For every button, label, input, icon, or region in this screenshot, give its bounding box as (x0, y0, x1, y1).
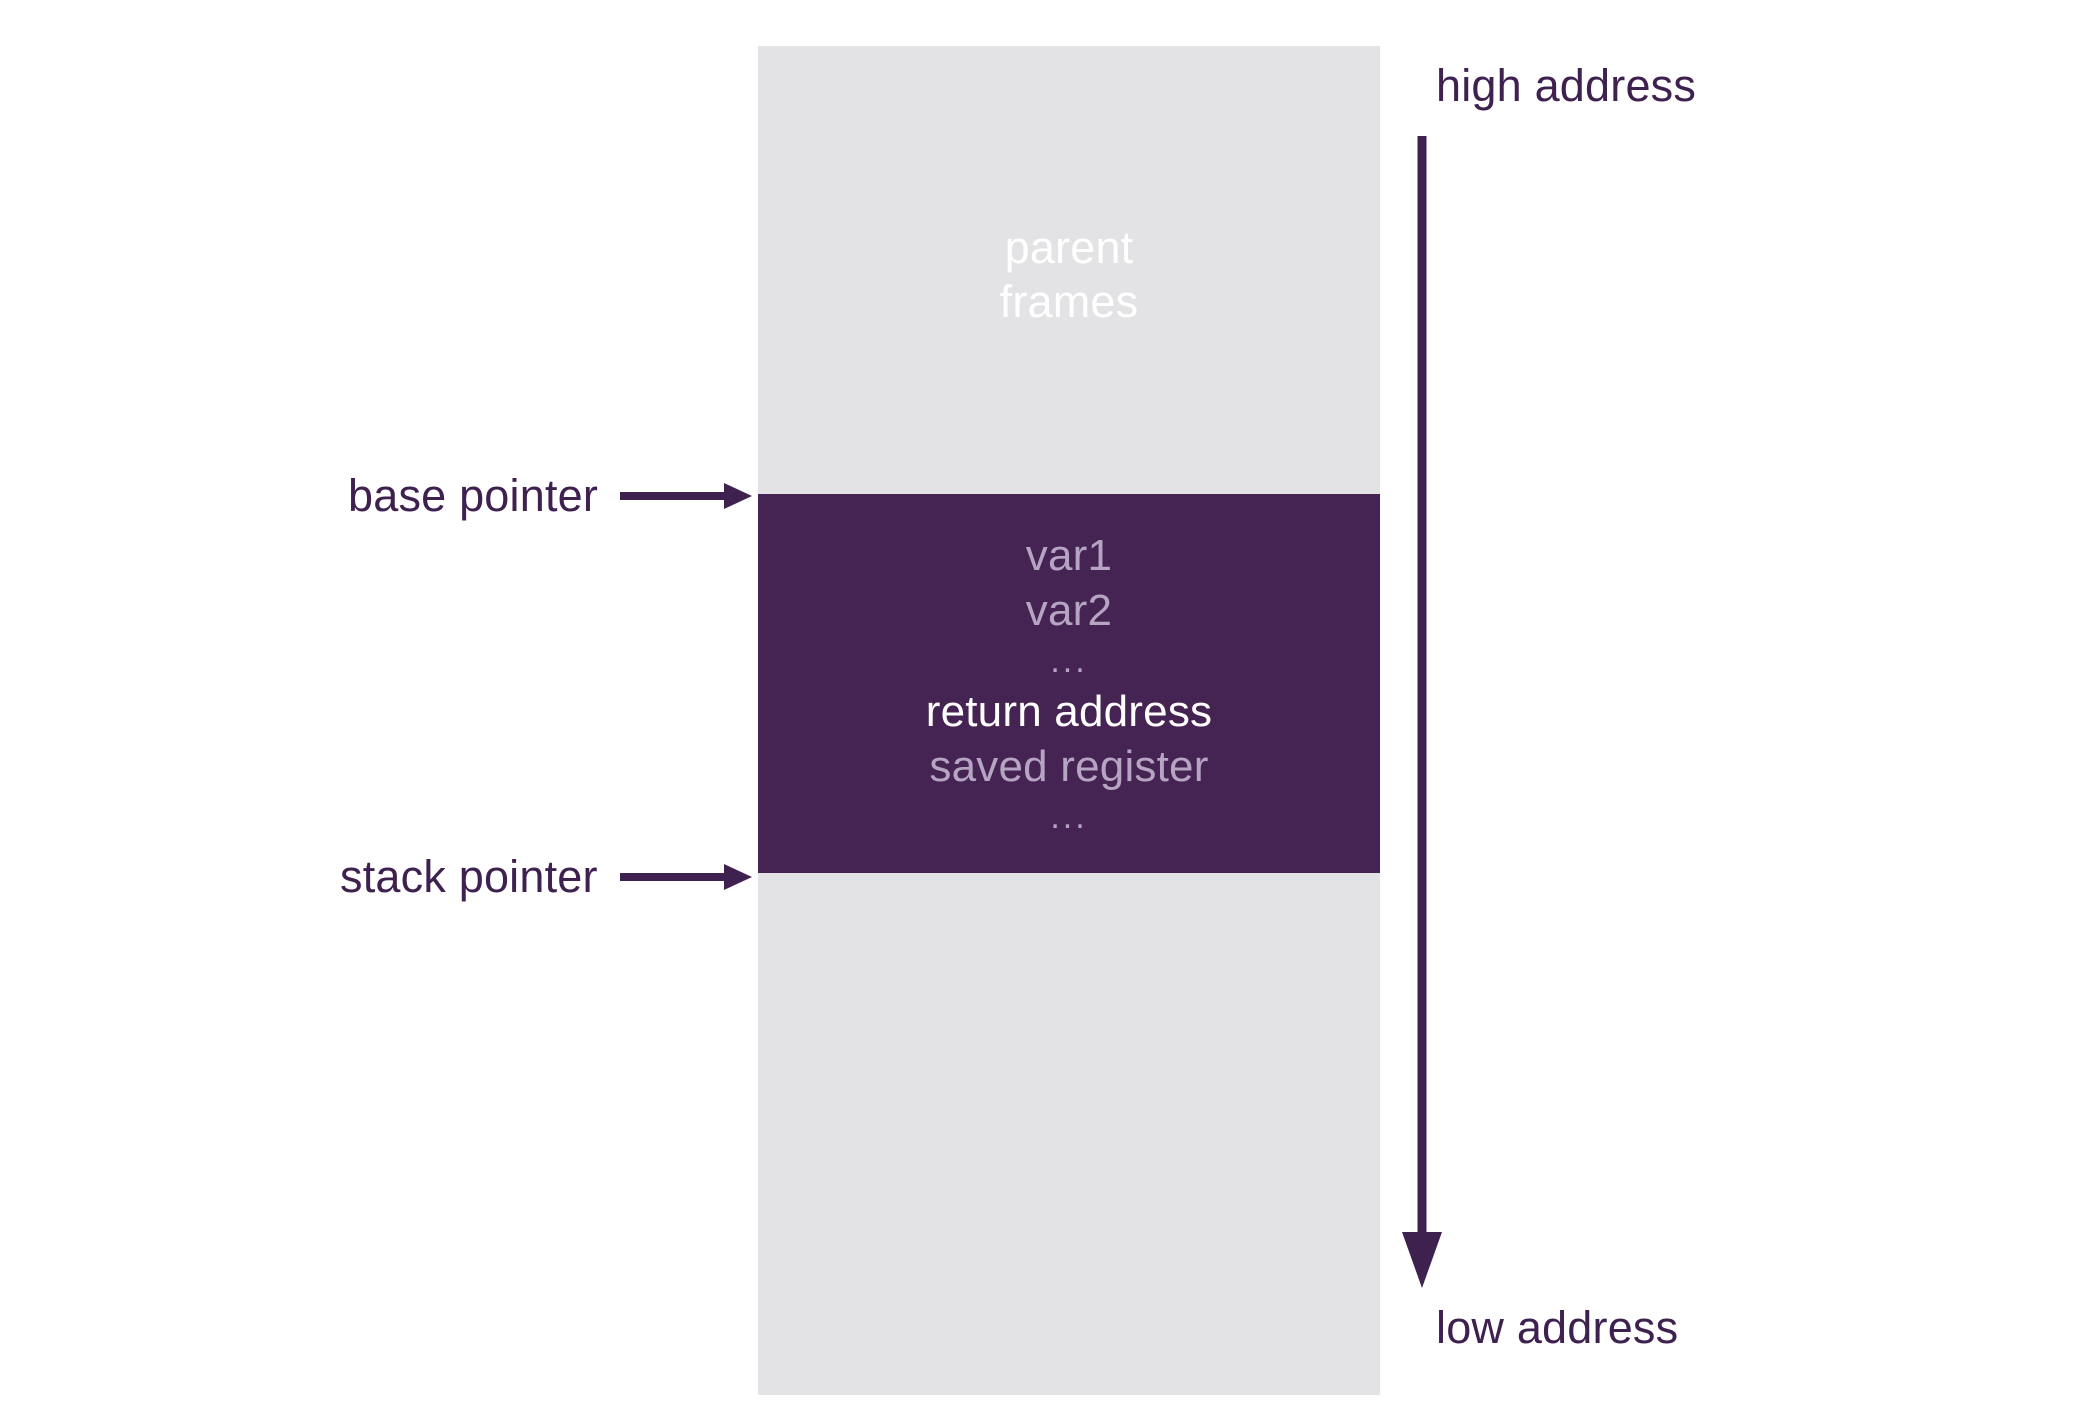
frame-entry-ellipsis-upper: ... (1050, 641, 1088, 680)
arrow-right-icon (619, 864, 752, 890)
frame-entry-var2: var2 (1025, 585, 1113, 635)
arrow-right-icon (620, 483, 753, 509)
current-stack-frame: var1 var2 ... return address saved regis… (758, 494, 1380, 873)
frame-entry-saved-register: saved register (929, 741, 1209, 791)
base-pointer-annotation: base pointer (348, 466, 753, 526)
parent-frames-label: parent frames (999, 222, 1139, 327)
frame-entry-ellipsis-lower: ... (1050, 797, 1088, 836)
frame-entry-list: var1 var2 ... return address saved regis… (758, 494, 1380, 873)
high-address-label: high address (1436, 60, 1697, 111)
frame-entry-return-address: return address (925, 686, 1213, 736)
stack-pointer-annotation: stack pointer (340, 847, 752, 907)
arrow-down-icon (1402, 136, 1442, 1288)
frame-entry-var1: var1 (1025, 530, 1113, 580)
base-pointer-label: base pointer (348, 470, 599, 521)
stack-pointer-label: stack pointer (340, 851, 598, 902)
low-address-label: low address (1436, 1302, 1679, 1353)
